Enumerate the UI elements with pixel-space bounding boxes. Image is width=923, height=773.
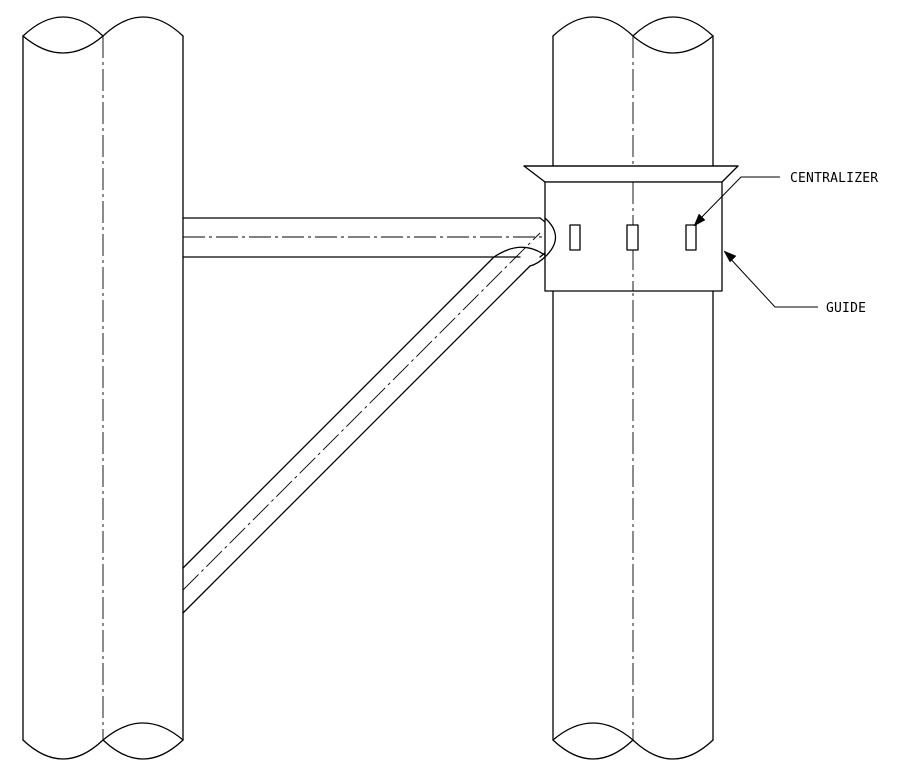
centralizer-callout: CENTRALIZER xyxy=(693,171,878,227)
horizontal-brace xyxy=(182,217,558,258)
diagonal-brace-lower-edge xyxy=(182,265,531,614)
centralizer-arrowhead xyxy=(693,213,706,227)
centralizer-slot-left xyxy=(569,224,581,251)
guide-arrowhead xyxy=(723,250,737,263)
brace-cap-on-sleeve xyxy=(544,217,557,258)
guide-leader xyxy=(726,254,818,308)
guide-sleeve xyxy=(523,165,739,292)
left-leg xyxy=(22,16,184,760)
centralizer-slot-right xyxy=(685,224,697,251)
right-leg-bottom-break-upper xyxy=(552,722,634,741)
right-leg-top-break-lower xyxy=(632,35,714,54)
diagonal-brace xyxy=(182,232,547,614)
guide-funnel xyxy=(523,165,739,183)
diagonal-brace-upper-edge xyxy=(182,256,495,569)
centralizer-slot-middle xyxy=(626,224,639,251)
left-leg-bottom-break-upper xyxy=(102,722,184,741)
guide-label: GUIDE xyxy=(826,301,866,316)
right-leg-top-break xyxy=(552,16,714,37)
left-leg-top-break-lower xyxy=(22,35,104,54)
left-leg-top-break xyxy=(22,16,184,37)
centralizer-label: CENTRALIZER xyxy=(790,171,878,186)
guide-callout: GUIDE xyxy=(723,250,866,316)
left-leg-bottom-break xyxy=(22,739,184,760)
right-leg xyxy=(552,16,714,760)
diagonal-brace-centerline xyxy=(182,232,541,591)
centralizer-leader xyxy=(696,176,780,223)
right-leg-bottom-break xyxy=(552,739,714,760)
